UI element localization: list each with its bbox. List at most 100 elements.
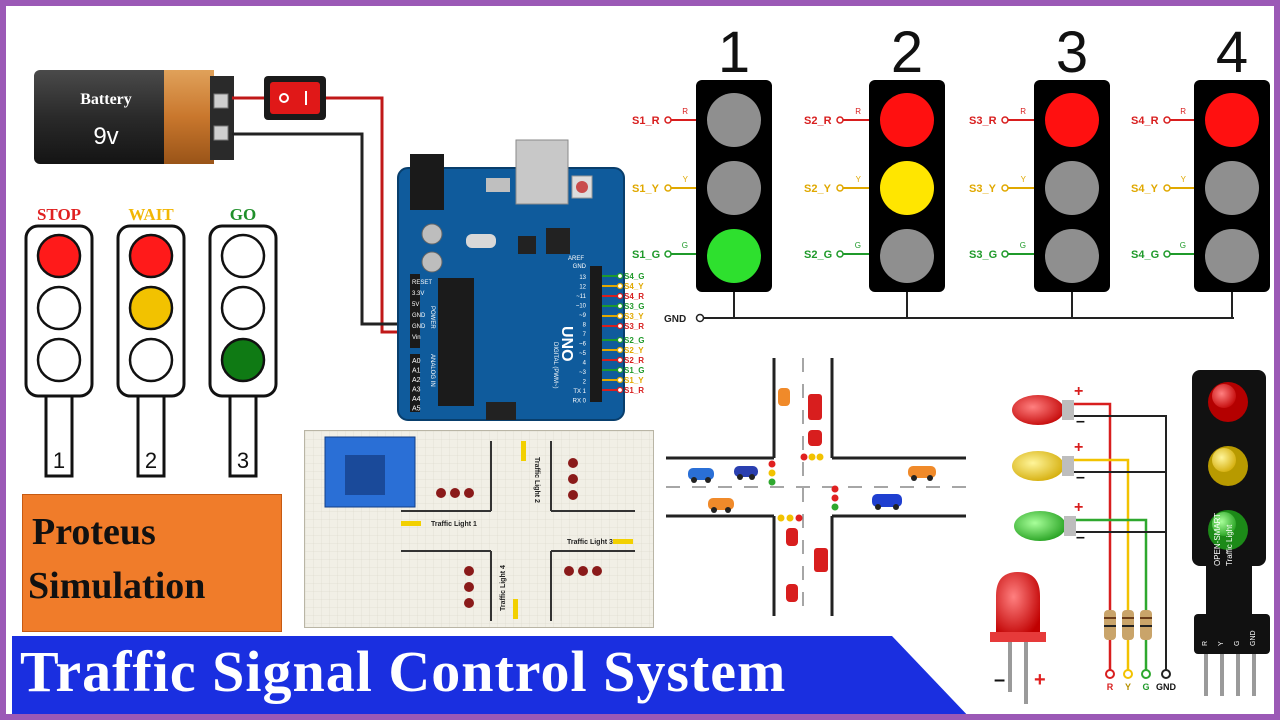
intersection-signal-south xyxy=(777,514,803,522)
output-terminal xyxy=(616,272,624,280)
power-header xyxy=(410,274,420,348)
red-lamp xyxy=(707,93,761,147)
led-plus-label: + xyxy=(1074,439,1083,456)
output-pin-label: S4_R xyxy=(624,292,644,301)
proteus-tl3: Traffic Light 3 xyxy=(567,539,613,546)
signal-pin-letter: R xyxy=(1020,107,1026,116)
digital-pin-label: ~10 xyxy=(576,304,587,310)
legend-lamp xyxy=(128,337,174,383)
digital-header xyxy=(590,266,602,402)
power-pin-label: GND xyxy=(412,313,426,319)
title-banner xyxy=(12,636,972,714)
led-minus-label: – xyxy=(1076,413,1085,430)
signal-pin-label: S3_Y xyxy=(969,183,997,195)
signal-pin-letter: R xyxy=(855,107,861,116)
digital-pin-label: 4 xyxy=(583,361,587,367)
output-terminal xyxy=(616,366,624,374)
output-pin-label: S4_G xyxy=(624,272,644,281)
output-pin-label: S4_Y xyxy=(624,282,644,291)
legend-light-pole xyxy=(44,394,74,478)
power-pin-label: GND xyxy=(412,324,426,330)
digital-pin-label: ~5 xyxy=(579,351,587,357)
truck xyxy=(808,394,822,420)
signal-pin-terminal xyxy=(1163,250,1171,258)
legend-light-pole xyxy=(136,394,166,478)
battery-terminal-pos xyxy=(213,93,229,109)
output-pin-label: S1_G xyxy=(624,366,644,375)
red-lamp xyxy=(880,93,934,147)
output-pin-label: S2_Y xyxy=(624,346,644,355)
led-output-label: GND xyxy=(1156,682,1177,692)
digital-pin-label: 2 xyxy=(583,380,587,386)
legend-light-label: STOP xyxy=(37,205,81,224)
output-pin-label: S1_Y xyxy=(624,376,644,385)
green-lamp xyxy=(1045,229,1099,283)
legend-lamp xyxy=(36,337,82,383)
module-name: Traffic Light xyxy=(1225,524,1234,566)
output-terminal xyxy=(616,376,624,384)
digital-pin-label: 13 xyxy=(579,275,586,281)
gnd-terminal xyxy=(695,313,705,323)
output-terminal xyxy=(616,356,624,364)
signal-pin-letter: G xyxy=(1020,241,1026,250)
output-terminal xyxy=(616,336,624,344)
analog-pin-label: A5 xyxy=(412,406,421,413)
output-pin-label: S3_R xyxy=(624,322,644,331)
digital-label: DIGITAL (PWM~) xyxy=(552,342,558,389)
oscillator xyxy=(466,234,496,248)
output-terminal xyxy=(616,302,624,310)
signal-pin-label: S2_Y xyxy=(804,183,832,195)
signal-pin-letter: Y xyxy=(856,175,862,184)
title-banner-text: Traffic Signal Control System xyxy=(20,639,787,704)
led-output-label: Y xyxy=(1125,682,1131,692)
digital-pin-label: ~6 xyxy=(579,342,587,348)
output-terminal xyxy=(616,322,624,330)
signal-pin-terminal xyxy=(1163,116,1171,124)
digital-pin-label: ~3 xyxy=(579,370,587,376)
proteus-callout xyxy=(22,494,282,632)
car xyxy=(708,498,734,513)
signal-pin-letter: R xyxy=(1180,107,1186,116)
power-pin-label: Vin xyxy=(412,335,421,341)
reset-button-cap xyxy=(576,181,588,193)
led-minus-label: – xyxy=(994,669,1005,691)
module-pin-label: R xyxy=(1202,641,1209,646)
switch-off-mark xyxy=(279,93,289,103)
car xyxy=(688,468,714,483)
led-cathode xyxy=(1008,642,1012,692)
signal-pin-label: S3_R xyxy=(969,115,997,127)
led-plus-label: + xyxy=(1074,499,1083,516)
signal-pin-letter: Y xyxy=(1181,175,1187,184)
usb-chip xyxy=(518,236,536,254)
intersection-signal-west xyxy=(768,460,776,486)
led-plus-label: + xyxy=(1034,669,1046,691)
led-output-label: R xyxy=(1107,682,1114,692)
crystal xyxy=(486,178,510,192)
signal-pin-terminal xyxy=(1163,184,1171,192)
output-terminal xyxy=(616,312,624,320)
red-lamp xyxy=(1205,93,1259,147)
signal-pin-terminal xyxy=(1001,184,1009,192)
red-lamp xyxy=(1045,93,1099,147)
battery-voltage: 9v xyxy=(93,123,118,150)
analog-pin-label: A1 xyxy=(412,368,421,375)
module-neck xyxy=(1206,560,1252,620)
led-plus-label: + xyxy=(1074,383,1083,400)
signal-pin-label: S4_G xyxy=(1131,249,1159,261)
analog-header xyxy=(410,354,420,412)
signal-number: 3 xyxy=(1056,20,1088,85)
battery-terminal-neg xyxy=(213,125,229,141)
output-terminal xyxy=(616,346,624,354)
signal-pin-label: S4_R xyxy=(1131,115,1159,127)
signal-pin-terminal xyxy=(664,184,672,192)
analog-pin-label: A0 xyxy=(412,358,421,365)
analog-pin-label: A2 xyxy=(412,377,421,384)
car xyxy=(778,388,790,406)
battery-cap xyxy=(210,76,234,160)
module-brand: OPEN-SMART xyxy=(1213,513,1222,566)
car xyxy=(734,466,758,480)
signal-pin-terminal xyxy=(1001,116,1009,124)
